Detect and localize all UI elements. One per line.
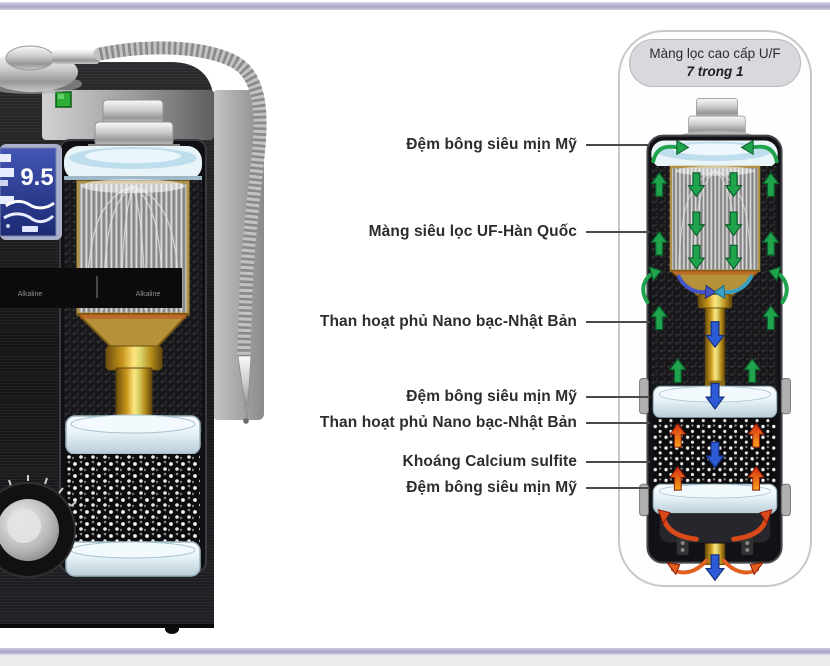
filter-header-line1: Màng lọc cao cấp U/F <box>649 46 781 61</box>
filter-diagram-panel: Màng lọc cao cấp U/F 7 trong 1 <box>618 30 812 587</box>
diagram-uf-fiber-bundle <box>669 165 761 273</box>
callout-label: Khoáng Calcium sulfite <box>402 453 577 470</box>
callout-label: Màng siêu lọc UF-Hàn Quốc <box>368 223 577 240</box>
power-led-highlight <box>58 94 64 99</box>
diagram-foam-disc-lower <box>652 483 778 515</box>
foam-disc-upper <box>65 414 201 455</box>
leader-line <box>586 487 650 489</box>
leader-line <box>586 461 650 463</box>
panel-label: Alkaline <box>18 291 43 298</box>
gold-tube-collar <box>105 345 163 371</box>
callout-nano-silver-carbon-2: Than hoạt phủ Nano bạc-Nhật Bản <box>320 413 650 433</box>
top-foam-pad <box>64 146 202 180</box>
inflow-arrows-green <box>641 139 789 384</box>
calcium-sulfite-layer <box>66 454 200 542</box>
filter-cap <box>102 99 164 125</box>
leader-line <box>586 144 650 146</box>
callout-label: Than hoạt phủ Nano bạc-Nhật Bản <box>319 313 577 330</box>
purified-flow-arrows-blue <box>676 274 754 581</box>
ph-value: 9.5 <box>20 164 53 191</box>
lcd-display: 9.5 <box>0 144 62 240</box>
callout-label: Đệm bông siêu mịn Mỹ <box>406 388 577 405</box>
hose-tip <box>237 355 252 421</box>
footer-strip <box>0 655 830 666</box>
machine-foot <box>165 624 179 634</box>
leader-line <box>586 422 650 424</box>
callout-nano-silver-carbon-1: Than hoạt phủ Nano bạc-Nhật Bản <box>320 312 650 332</box>
bottom-accent-bar <box>0 648 830 655</box>
water-wave-icon <box>3 199 55 232</box>
leader-line <box>586 231 650 233</box>
filter-header-line2: 7 trong 1 <box>686 64 744 79</box>
control-panel: Alkaline Alkaline <box>0 268 182 308</box>
callout-uf-membrane: Màng siêu lọc UF-Hàn Quốc <box>369 222 650 242</box>
flexible-hose <box>93 41 267 424</box>
callout-foam-pad-top: Đệm bông siêu mịn Mỹ <box>406 135 650 155</box>
diagram-tube-collar <box>697 293 733 309</box>
foam-disc-lower <box>65 541 201 577</box>
chrome-swivel-cap <box>0 45 100 94</box>
filter-header-pill: Màng lọc cao cấp U/F 7 trong 1 <box>629 39 801 87</box>
callout-foam-pad-mid: Đệm bông siêu mịn Mỹ <box>406 387 650 407</box>
callout-calcium-sulfite: Khoáng Calcium sulfite <box>403 452 650 472</box>
callout-label: Đệm bông siêu mịn Mỹ <box>406 136 577 153</box>
leader-line <box>586 396 650 398</box>
machine-filter-cutaway <box>59 99 207 577</box>
callout-label: Than hoạt phủ Nano bạc-Nhật Bản <box>319 414 577 431</box>
callout-foam-pad-bottom: Đệm bông siêu mịn Mỹ <box>406 478 650 498</box>
panel-label: Alkaline <box>136 291 161 298</box>
filter-cartridge-diagram <box>639 98 791 581</box>
control-knob <box>0 475 77 578</box>
top-accent-bar <box>0 2 830 10</box>
callout-label: Đệm bông siêu mịn Mỹ <box>406 479 577 496</box>
ionizer-machine-photo: Alkaline Alkaline 9.5 <box>0 41 267 634</box>
diagram-top-foam-pad <box>651 140 778 168</box>
leader-line <box>586 321 650 323</box>
mineral-flow-arrows-red <box>657 423 773 576</box>
